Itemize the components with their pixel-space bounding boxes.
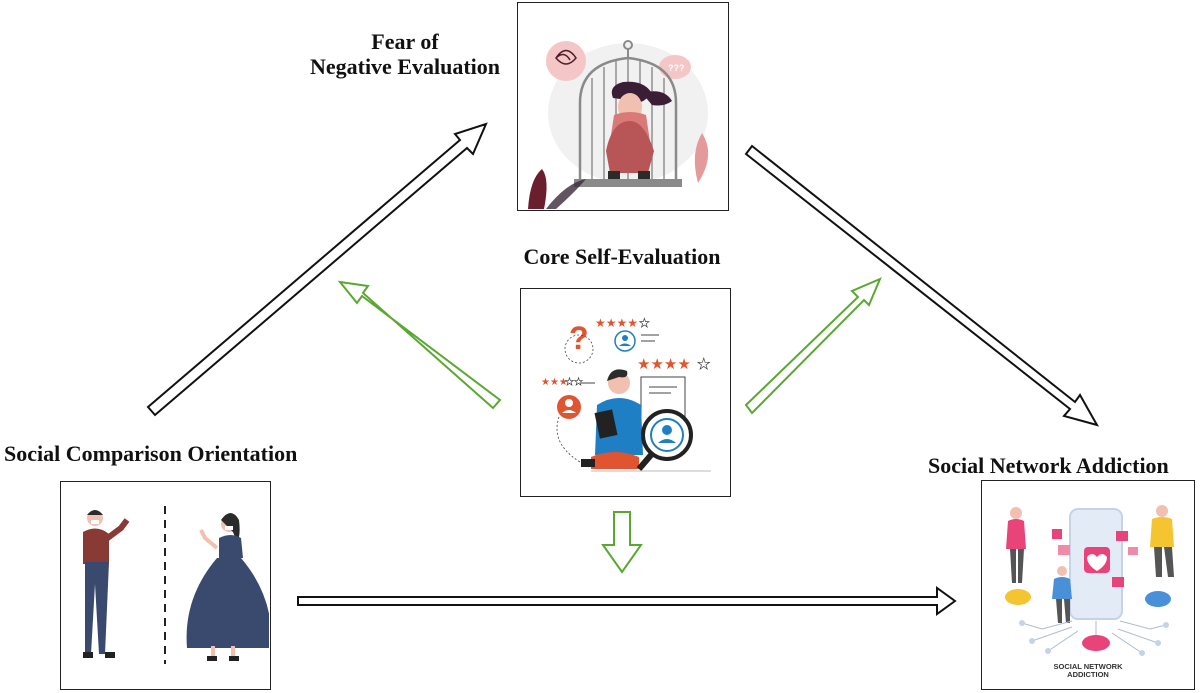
sna-image-card: SOCIAL NETWORK ADDICTION — [981, 480, 1195, 690]
sna-image-caption: SOCIAL NETWORK ADDICTION — [982, 662, 1194, 680]
core-label: Core Self-Evaluation — [523, 244, 721, 269]
svg-text:★★★★: ★★★★ — [595, 316, 638, 330]
fear-label-line2: Negative Evaluation — [309, 54, 501, 80]
fear-image-card: ??? — [517, 2, 729, 211]
fear-label: Fear of Negative Evaluation — [300, 29, 510, 80]
sco-image-card — [60, 481, 271, 690]
two-people-comparison-illustration — [83, 506, 269, 664]
arrow-sco-to-sna — [297, 586, 957, 616]
caged-girl-illustration: ??? — [528, 40, 709, 209]
self-evaluation-illustration: ? ★★★★ ★ ★★★★ ★ ★★★ ★★ — [541, 316, 711, 472]
fear-label-line1: Fear of — [371, 29, 439, 54]
svg-text:★★★: ★★★ — [541, 377, 568, 388]
arrow-core-moderates-fear-sna — [744, 277, 882, 415]
arrow-core-moderates-sco-sna — [601, 511, 643, 574]
svg-text:★★: ★★ — [565, 377, 583, 388]
arrow-core-moderates-sco-fear — [337, 280, 502, 410]
arrow-fear-to-sna — [744, 144, 1100, 427]
svg-text:★: ★ — [639, 316, 650, 330]
social-network-phone-illustration — [1005, 505, 1174, 656]
core-image-card: ? ★★★★ ★ ★★★★ ★ ★★★ ★★ — [520, 288, 731, 497]
svg-text:★: ★ — [697, 355, 710, 373]
sna-caption-line2: ADDICTION — [1067, 670, 1109, 680]
arrow-sco-to-fear — [146, 122, 488, 417]
sco-label: Social Comparison Orientation — [4, 441, 298, 466]
sna-label: Social Network Addiction — [928, 453, 1169, 478]
svg-text:?: ? — [569, 320, 589, 356]
svg-text:★★★★: ★★★★ — [637, 355, 691, 373]
svg-text:???: ??? — [668, 63, 685, 73]
sna-caption-line1: SOCIAL NETWORK — [1053, 662, 1123, 671]
